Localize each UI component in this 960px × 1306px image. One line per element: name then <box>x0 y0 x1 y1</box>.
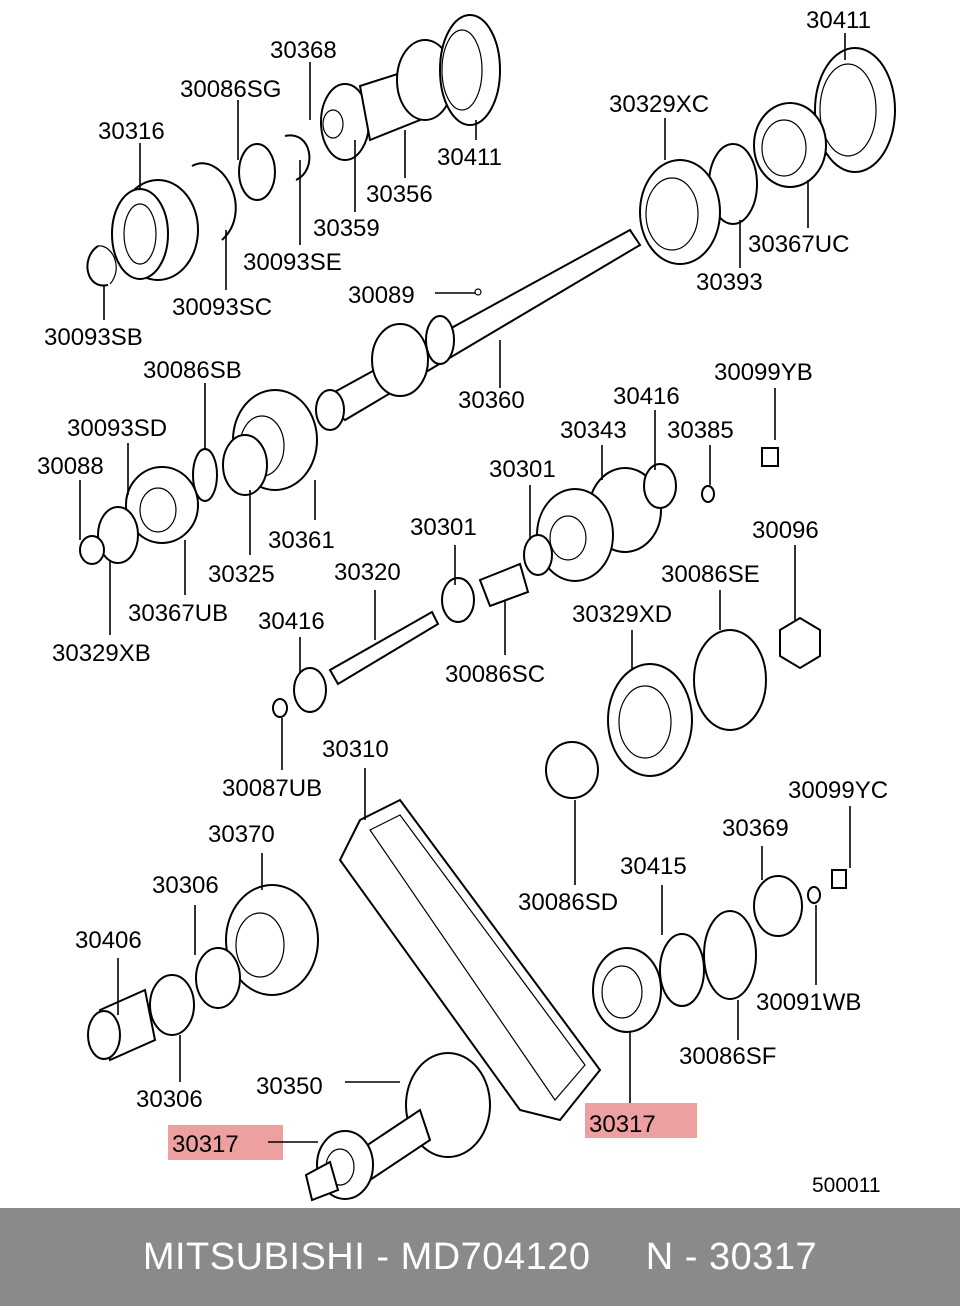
label-30406: 30406 <box>75 927 142 954</box>
parts-diagram: 30411 30368 30086SG 30316 30411 30329XC … <box>37 7 896 1202</box>
ring-30415 <box>659 933 705 1007</box>
label-30416-lower: 30416 <box>258 608 325 635</box>
label-30320: 30320 <box>334 559 401 586</box>
needle-bearing-30301 <box>441 577 475 623</box>
ring-30411-right <box>814 47 896 173</box>
label-30367UC: 30367UC <box>748 231 849 258</box>
shaft-30360 <box>315 228 642 431</box>
label-30416-upper: 30416 <box>613 383 680 410</box>
ring-30411-top <box>439 14 501 126</box>
needle-bearing-30306-upper <box>195 947 241 1009</box>
bearing-30329XD <box>607 663 693 777</box>
gear-30367UB <box>125 466 199 544</box>
label-30356: 30356 <box>366 181 433 208</box>
gear-30370 <box>225 884 319 996</box>
label-30360: 30360 <box>458 387 525 414</box>
label-30370: 30370 <box>208 821 275 848</box>
ring-30416-top <box>643 463 677 509</box>
ring-30086SE <box>693 629 767 731</box>
needle-bearing-30306-lower <box>149 974 195 1036</box>
label-30317-right: 30317 <box>589 1111 656 1138</box>
label-30343: 30343 <box>560 417 627 444</box>
label-30086SG: 30086SG <box>180 76 281 103</box>
bearing-30329XB <box>97 506 139 564</box>
label-30099YC: 30099YC <box>788 777 888 804</box>
label-30306-upper: 30306 <box>152 872 219 899</box>
sleeve-30406 <box>87 988 157 1062</box>
label-30368: 30368 <box>270 37 337 64</box>
label-30411-right: 30411 <box>806 7 871 34</box>
label-30369: 30369 <box>722 815 789 842</box>
part-labels: 30411 30368 30086SG 30316 30411 30329XC … <box>37 7 888 1197</box>
footer-bar: MITSUBISHI - MD704120 N - 30317 <box>0 1208 960 1306</box>
label-30099YB: 30099YB <box>714 359 813 386</box>
spacer-30086SD <box>545 741 599 799</box>
label-30329XB: 30329XB <box>52 640 151 667</box>
label-30329XC: 30329XC <box>609 91 709 118</box>
label-30093SB: 30093SB <box>44 324 143 351</box>
spacer-30088 <box>79 535 105 565</box>
label-30086SE: 30086SE <box>661 561 760 588</box>
label-30086SC: 30086SC <box>445 661 545 688</box>
label-30306-lower: 30306 <box>136 1086 203 1113</box>
label-30093SC: 30093SC <box>172 294 272 321</box>
bearing-30325 <box>222 434 268 496</box>
gear-30369 <box>753 875 803 937</box>
nut-30096 <box>779 616 821 670</box>
label-30415: 30415 <box>620 853 687 880</box>
label-30093SD: 30093SD <box>67 415 167 442</box>
bolt-30099YC <box>831 869 847 889</box>
highlight-box-30317-right <box>585 1103 697 1138</box>
snap-ring-30093SB <box>86 245 117 287</box>
label-diagram-number: 500011 <box>812 1174 881 1197</box>
label-30385: 30385 <box>667 417 734 444</box>
label-30350: 30350 <box>256 1073 323 1100</box>
footer-part-info: MITSUBISHI - MD704120 N - 30317 <box>142 1235 818 1278</box>
label-30088: 30088 <box>37 453 104 480</box>
bearing-30316 <box>111 179 199 281</box>
snap-ring-30093SE <box>284 134 311 181</box>
label-30310: 30310 <box>322 736 389 763</box>
ring-30086SG <box>238 143 276 201</box>
label-30361: 30361 <box>268 527 335 554</box>
label-30393: 30393 <box>696 269 763 296</box>
washer-30091WB <box>807 886 821 904</box>
bearing-30301-left <box>523 534 553 576</box>
label-30096: 30096 <box>752 517 819 544</box>
nut-30385 <box>701 485 715 503</box>
label-30329XD: 30329XD <box>572 601 672 628</box>
ring-30086SF <box>703 910 757 1000</box>
label-30316: 30316 <box>98 118 165 145</box>
label-30411-top: 30411 <box>437 144 502 171</box>
bolt-30099YB <box>761 447 779 467</box>
label-30301-lower: 30301 <box>410 514 477 541</box>
spacer-30086SC <box>478 562 530 608</box>
label-30325: 30325 <box>208 561 275 588</box>
label-30089: 30089 <box>348 282 415 309</box>
label-30093SE: 30093SE <box>243 249 342 276</box>
label-30317-left: 30317 <box>172 1131 239 1158</box>
label-30359: 30359 <box>313 215 380 242</box>
bearing-30317-left <box>304 1130 374 1202</box>
snap-ring-30093SC <box>191 162 237 241</box>
sleeve-30356 <box>358 39 454 142</box>
label-30367UB: 30367UB <box>128 600 228 627</box>
chain-30310 <box>338 798 602 1122</box>
shaft-30320 <box>328 610 440 686</box>
gear-30350 <box>358 1052 491 1182</box>
label-30086SD: 30086SD <box>518 889 618 916</box>
label-30087UB: 30087UB <box>222 775 322 802</box>
highlight-box-30317-left <box>168 1125 283 1160</box>
washer-30416-lower <box>293 667 327 713</box>
bearing-30317-right <box>592 947 662 1033</box>
leader-lines <box>79 33 851 1143</box>
gear-30367UC <box>753 102 827 188</box>
label-30086SB: 30086SB <box>143 357 242 384</box>
label-30086SF: 30086SF <box>679 1043 776 1070</box>
label-30091WB: 30091WB <box>756 989 861 1016</box>
label-30301-upper: 30301 <box>489 456 556 483</box>
bearing-30329XC <box>639 159 721 265</box>
ball-30087UB <box>272 698 288 718</box>
